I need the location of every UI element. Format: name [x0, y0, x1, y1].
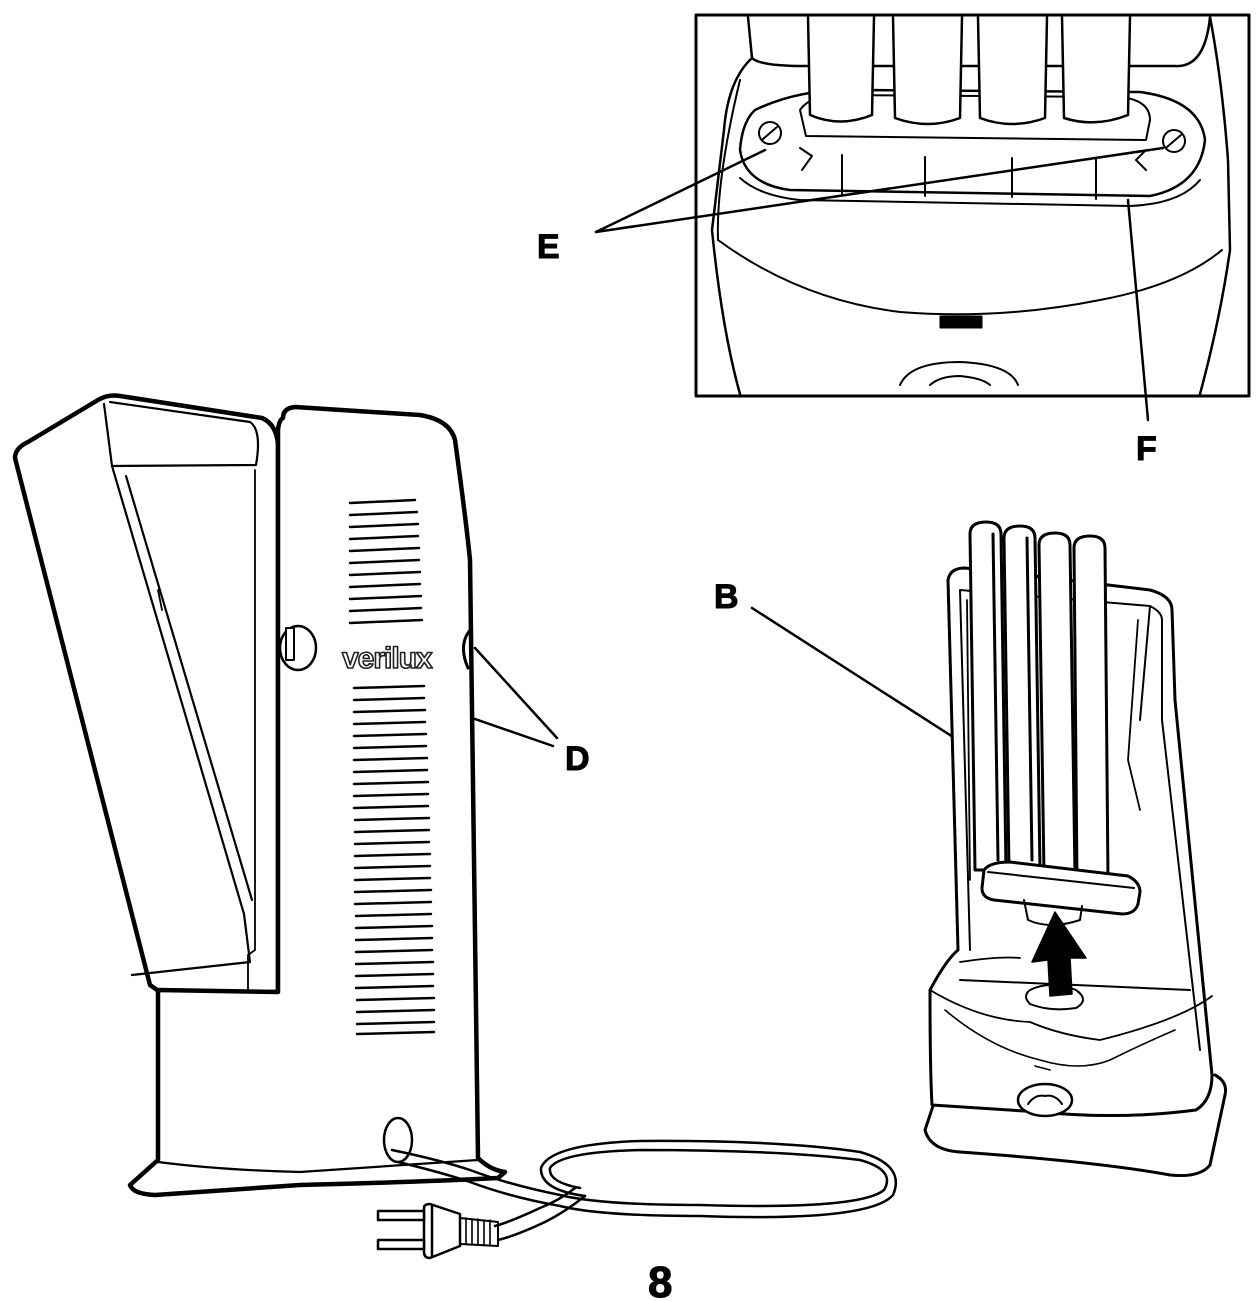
open-housing-inner [959, 589, 1201, 1051]
page-number: 8 [648, 1258, 672, 1301]
leader-f [1126, 198, 1150, 422]
removal-arrow [1031, 911, 1087, 997]
inset-detail-view [694, 13, 1251, 398]
label-e: E [537, 228, 560, 266]
inset-screws [758, 121, 1186, 153]
plug-prong-top [376, 1209, 426, 1222]
plug-prong-bottom [376, 1238, 426, 1251]
pivot-knob-right [462, 628, 472, 670]
label-f: F [1136, 430, 1157, 468]
lamp-unit-front [12, 393, 508, 1198]
open-socket [1016, 1082, 1074, 1118]
lamp-shade-inner [102, 400, 260, 977]
label-b: B [714, 578, 739, 616]
label-d: D [565, 740, 590, 778]
leader-e-right [594, 146, 1165, 234]
shade-notch [157, 589, 163, 611]
inset-inner-wall [716, 79, 1223, 316]
lamp-base-line [156, 1158, 480, 1174]
open-tubes [968, 520, 1110, 882]
cord-grommet [382, 1116, 414, 1164]
leader-d-right [473, 646, 559, 740]
inset-pins [799, 147, 1147, 200]
lamp-unit-open [923, 520, 1227, 1177]
inset-clip [939, 315, 983, 329]
power-cord [376, 1139, 898, 1260]
leader-e-left [594, 148, 767, 234]
inset-frame [694, 13, 1251, 398]
vent-upper [348, 498, 424, 625]
lamp-shade [12, 393, 281, 995]
plug-body [422, 1202, 462, 1260]
inset-socket [899, 361, 1019, 386]
brand-logo: verilux [342, 642, 433, 675]
inset-tubes [806, 15, 1132, 126]
vent-lower [352, 684, 436, 1036]
inset-ledge [739, 177, 1201, 207]
